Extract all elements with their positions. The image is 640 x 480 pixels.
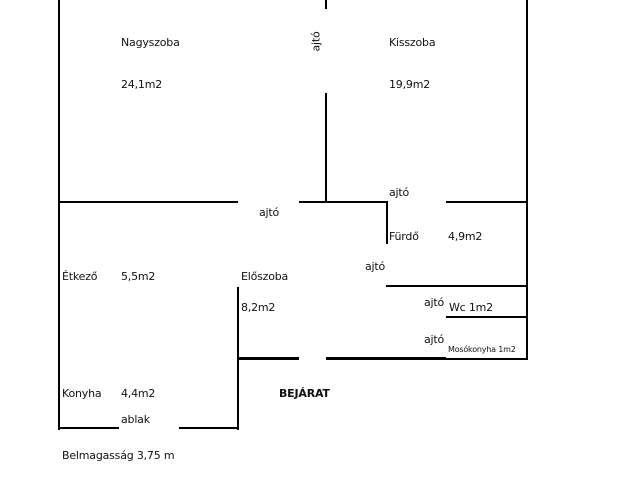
room-name-etkezo: Étkező	[62, 270, 98, 283]
room-area-kisszoba: 19,9m2	[389, 78, 431, 91]
wall-furdo-v	[386, 201, 388, 244]
room-name-mosokonyha: Mosókonyha 1m2	[448, 345, 516, 354]
door-label-kisszoba: ajtó	[389, 186, 410, 199]
wall-h-202-right	[446, 201, 528, 203]
wall-h-202-mid	[299, 201, 388, 203]
wall-right	[526, 0, 528, 360]
wall-h-358-b	[326, 357, 446, 360]
room-name-nagyszoba: Nagyszoba	[121, 36, 180, 49]
door-label-wc: ajtó	[424, 296, 445, 309]
wall-divider-rooms	[325, 93, 327, 203]
room-name-furdo: Fürdő	[389, 230, 419, 243]
room-name-eloszoba: Előszoba	[241, 270, 289, 283]
room-name-konyha: Konyha	[62, 387, 102, 400]
room-area-furdo: 4,9m2	[448, 230, 483, 243]
wall-kitchen-bottom-right	[179, 427, 239, 429]
room-area-eloszoba: 8,2m2	[241, 301, 276, 314]
room-name-kisszoba: Kisszoba	[389, 36, 436, 49]
wall-h-358-a	[238, 357, 299, 360]
entrance-label: BEJÁRAT	[279, 387, 330, 400]
wall-h-358-c	[446, 358, 528, 360]
wall-kitchen-bottom-left	[58, 427, 119, 429]
door-label-furdo: ajtó	[365, 260, 386, 273]
wall-eloszoba-v	[237, 287, 239, 430]
door-label-rooms: ajtó	[309, 31, 323, 52]
ceiling-height-label: Belmagasság 3,75 m	[62, 449, 175, 462]
wall-h-317	[446, 316, 528, 318]
room-area-nagyszoba: 24,1m2	[121, 78, 163, 91]
window-label: ablak	[121, 413, 150, 426]
wall-h-202-left	[58, 201, 238, 203]
room-area-etkezo: 5,5m2	[121, 270, 156, 283]
room-area-konyha: 4,4m2	[121, 387, 156, 400]
wall-left	[58, 0, 60, 430]
wall-divider-top-stub	[325, 0, 327, 9]
room-name-wc: Wc 1m2	[449, 301, 493, 314]
door-label-mosokonyha: ajtó	[424, 333, 445, 346]
door-label-nagyszoba: ajtó	[259, 206, 280, 219]
wall-h-286	[386, 285, 528, 287]
